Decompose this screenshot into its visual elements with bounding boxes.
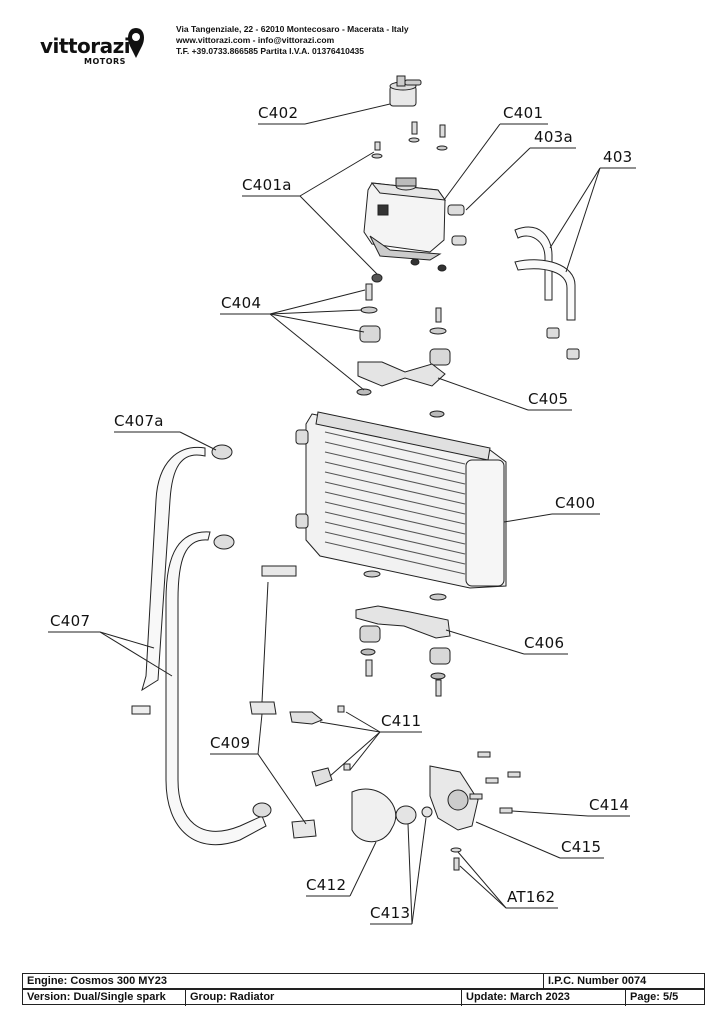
title-block-row-2: Version: Dual/Single spark Group: Radiat… [22,989,705,1006]
long-hose-part [131,444,272,846]
small-hoses-part [514,226,580,360]
group-label: Group: Radiator [185,990,461,1006]
callout-c411: C411 [381,712,422,730]
tank-lower-screws-part [371,258,447,283]
pump-port-part [447,789,469,811]
callout-c405: C405 [528,390,569,408]
address-line-2: www.vittorazi.com - info@vittorazi.com [176,35,335,45]
title-block-row-1: Engine: Cosmos 300 MY23 I.P.C. Number 00… [22,973,705,990]
version-label: Version: Dual/Single spark [27,991,166,1003]
logo-mark-icon [128,28,144,58]
callout-c407a: C407a [114,412,164,430]
radiator-cap-part [389,75,422,107]
upper-mount-hardware-part [356,283,451,418]
lower-mount-hardware-part [359,625,451,697]
hose-clamps-part [249,565,317,839]
callout-c402: C402 [258,104,299,122]
callout-c401a: C401a [242,176,292,194]
callout-c415: C415 [561,838,602,856]
callout-c413: C413 [370,904,411,922]
gasket-part [351,788,397,843]
logo-text: vittorazi [40,34,131,58]
callout-c409: C409 [210,734,251,752]
callout-c401: C401 [503,104,544,122]
leader-lines [48,103,636,925]
washer-part [429,593,447,601]
callout-403a: 403a [534,128,574,146]
pump-screws-part [450,751,521,871]
callout-c414: C414 [589,796,630,814]
impeller-part [395,805,433,825]
address-line-3: T.F. +39.0733.866585 Partita I.V.A. 0137… [176,46,365,56]
logo-subtext: MOTORS [84,57,126,66]
callout-c407: C407 [50,612,91,630]
washer-part [363,570,381,578]
callout-c400: C400 [555,494,596,512]
engine-label: Engine: Cosmos 300 MY23 [27,975,167,987]
tank-screws-part [371,121,448,159]
callout-at162: AT162 [507,888,556,906]
callout-c406: C406 [524,634,565,652]
radiator-part [295,411,507,589]
expansion-tank-part [363,177,467,261]
update-label: Update: March 2023 [461,990,625,1006]
callout-c412: C412 [306,876,347,894]
ipc-number: I.P.C. Number 0074 [543,974,704,990]
small-brackets-part [289,705,351,787]
callout-c404: C404 [221,294,262,312]
page-number: Page: 5/5 [625,990,704,1006]
vittorazi-logo: vittorazi MOTORS [40,28,150,66]
callout-403: 403 [603,148,633,166]
lower-bracket-part [355,605,451,639]
upper-bracket-part [357,361,446,387]
address-line-1: Via Tangenziale, 22 - 62010 Montecosaro … [176,24,409,34]
